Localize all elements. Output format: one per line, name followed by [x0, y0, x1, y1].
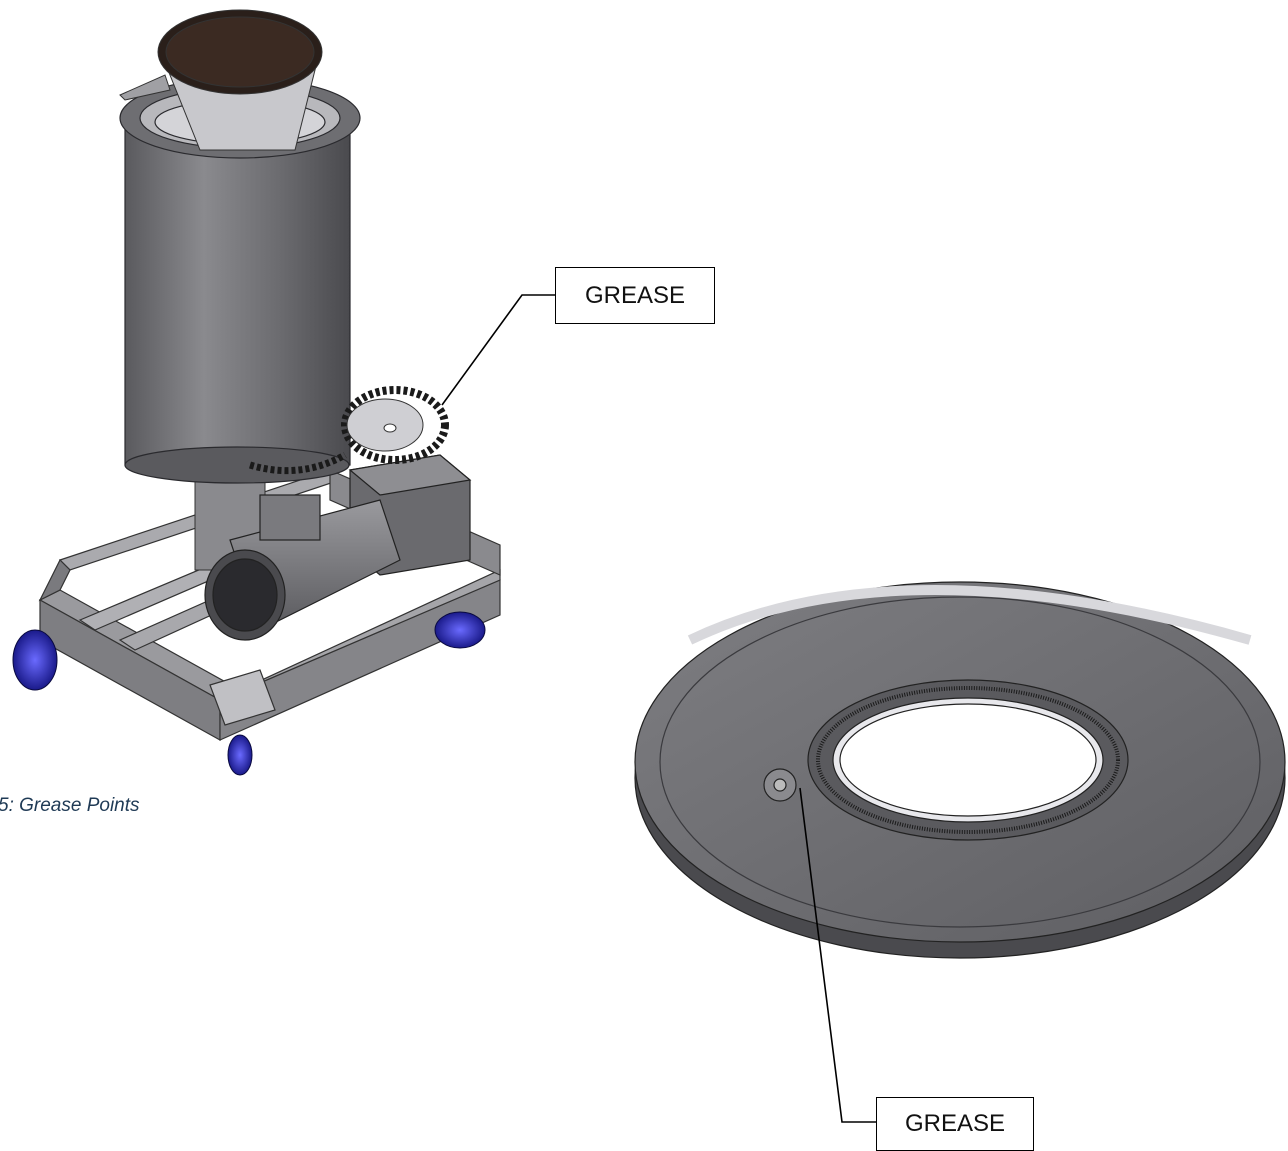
turntable-ring — [634, 581, 1286, 959]
caster-wheels — [12, 611, 486, 776]
grease-callout-top: GREASE — [555, 267, 715, 324]
leader-line-bottom — [799, 787, 876, 1123]
chain-drive — [248, 386, 449, 475]
grease-callout-bottom: GREASE — [876, 1097, 1034, 1151]
figure-caption: 5: Grease Points — [0, 795, 140, 816]
hopper — [119, 9, 323, 151]
motor — [204, 494, 401, 641]
gearbox — [348, 454, 472, 576]
leader-line-top — [441, 294, 555, 406]
feeder-machine — [12, 9, 501, 776]
